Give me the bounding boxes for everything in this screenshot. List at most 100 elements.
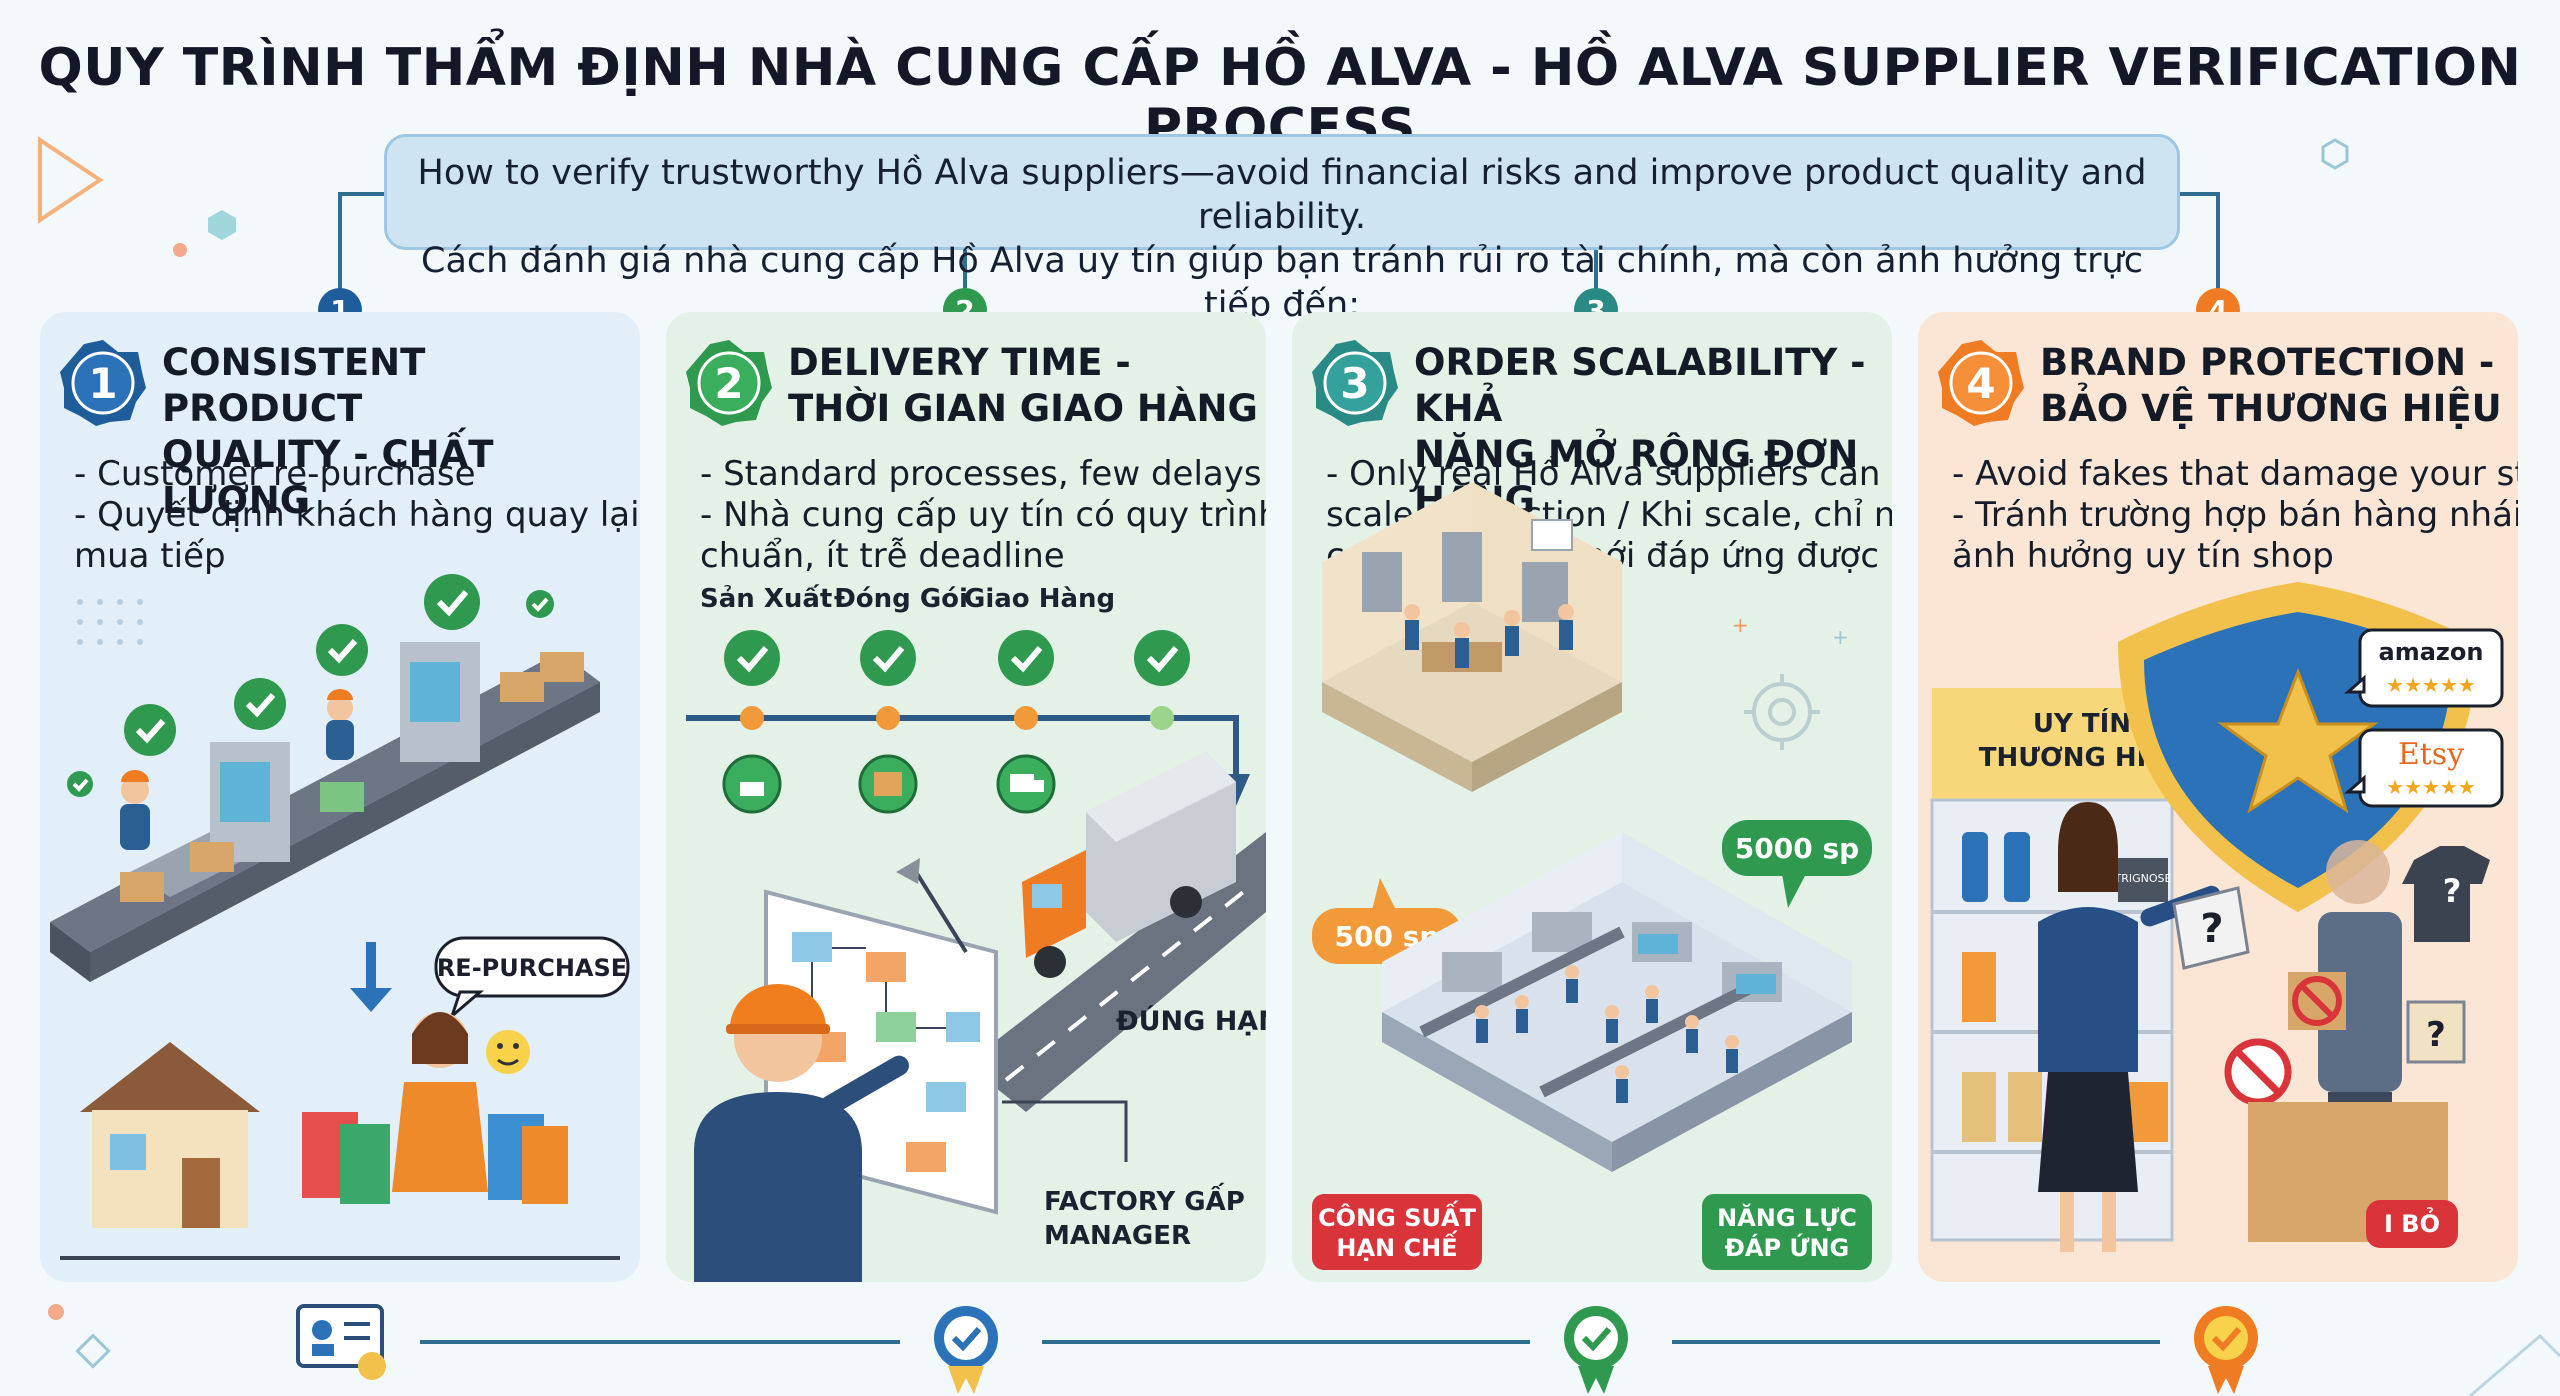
fake-warning-label: I BỎ <box>2384 1205 2440 1238</box>
footer-bar <box>48 1304 2560 1396</box>
svg-text:?: ? <box>2443 872 2462 910</box>
truck-small-icon <box>996 754 1056 814</box>
fake-box-icon: ? <box>2172 886 2250 970</box>
step-title: DELIVERY TIME - THỜI GIAN GIAO HÀNG <box>788 341 1258 430</box>
verified-id-card-icon <box>296 1304 386 1380</box>
production-icon <box>722 754 782 814</box>
sparkle-decoration: + <box>1832 625 1849 649</box>
check-icon <box>234 678 286 730</box>
step-description: - Avoid fakes that damage your store - T… <box>1952 454 2518 576</box>
large-capacity-label: 5000 sp <box>1735 832 1859 865</box>
svg-text:2: 2 <box>714 359 743 408</box>
svg-text:1: 1 <box>88 359 117 408</box>
scalability-illustration: + + 500 sp 5000 sp <box>1312 482 1872 1270</box>
step-title: BRAND PROTECTION - BẢO VỆ THƯƠNG HIỆU <box>2040 341 2502 430</box>
svg-text:?: ? <box>2426 1015 2446 1055</box>
check-icon <box>860 630 916 686</box>
prohibited-icon <box>2224 1038 2292 1106</box>
sparkle-decoration: + <box>1732 613 1749 637</box>
check-icon <box>724 630 780 686</box>
etsy-label: Etsy <box>2398 737 2464 772</box>
stage-label-production: Sản Xuất <box>700 584 833 614</box>
badge-icon-4: 4 <box>1938 340 2024 426</box>
manager-label-line2: MANAGER <box>1044 1221 1191 1251</box>
intro-banner: How to verify trustworthy Hồ Alva suppli… <box>384 134 2180 325</box>
dot-decoration <box>173 243 187 257</box>
prohibited-icon <box>2288 972 2346 1030</box>
intro-line-vietnamese: Cách đánh giá nhà cung cấp Hồ Alva uy tí… <box>421 241 2143 325</box>
step-description: - Standard processes, few delays - Nhà c… <box>700 454 1266 576</box>
quality-seal-icon-green <box>1564 1306 1628 1394</box>
check-icon <box>316 624 368 676</box>
step-description: - Customer re-purchase - Quyết định khác… <box>74 454 640 576</box>
triangle-decoration <box>38 136 104 224</box>
worker-icon <box>120 770 150 850</box>
large-factory-icon <box>1382 832 1852 1172</box>
repurchase-callout: RE-PURCHASE <box>434 936 630 1021</box>
svg-text:?: ? <box>2200 906 2223 952</box>
quality-illustration: RE-PURCHASE <box>50 574 630 1260</box>
package-icon <box>858 754 918 814</box>
brand-illustration: UY TÍN THƯƠNG HIỆU TRIGNOSE amazon ★★★★★… <box>1930 582 2504 1252</box>
limited-capacity-line1: CÔNG SUẤT <box>1318 1199 1477 1232</box>
hexagon-decoration <box>208 210 236 240</box>
gear-icon <box>1744 674 1820 750</box>
step-title: ORDER SCALABILITY - KHẢ NĂNG MỞ RỘNG ĐƠN… <box>1414 341 1866 522</box>
amazon-label: amazon <box>2379 638 2484 666</box>
truck-icon <box>1022 752 1236 978</box>
dot-decoration <box>48 1304 64 1320</box>
dot-grid-decoration <box>77 599 143 645</box>
manager-icon <box>694 984 909 1282</box>
on-time-label: ĐÚNG HẠN <box>1116 1005 1266 1037</box>
page-title: QUY TRÌNH THẨM ĐỊNH NHÀ CUNG CẤP HỒ ALVA… <box>38 38 2522 158</box>
pointer-line <box>914 870 968 954</box>
pointer-arrow <box>896 858 920 884</box>
amazon-review-badge: amazon ★★★★★ <box>2344 628 2504 708</box>
arrow-down-icon <box>350 942 392 1012</box>
check-icon <box>67 771 93 797</box>
stage-label-packing: Đóng Gói <box>834 584 968 614</box>
shopper-icon <box>302 1012 568 1204</box>
worker-icon <box>326 689 354 760</box>
step-panel-delivery: 2 DELIVERY TIME - THỜI GIAN GIAO HÀNG - … <box>666 312 1266 1282</box>
capable-capacity-line1: NĂNG LỰC <box>1717 1202 1857 1232</box>
capable-capacity-line2: ĐÁP ỨNG <box>1725 1232 1849 1262</box>
check-icon <box>124 704 176 756</box>
product-label: TRIGNOSE <box>2114 872 2172 885</box>
etsy-stars: ★★★★★ <box>2386 775 2476 799</box>
fake-warning-tag: I BỎ <box>2366 1200 2458 1248</box>
step-panel-scalability: 3 ORDER SCALABILITY - KHẢ NĂNG MỞ RỘNG Đ… <box>1292 312 1892 1282</box>
fake-tshirt-icon: ? <box>2402 846 2490 942</box>
step-panel-brand: 4 BRAND PROTECTION - BẢO VỆ THƯƠNG HIỆU … <box>1918 312 2518 1282</box>
fake-tag-icon: ? <box>2406 1000 2466 1064</box>
small-factory-icon <box>1322 482 1622 792</box>
svg-text:4: 4 <box>1966 359 1995 408</box>
smiley-icon <box>486 1030 530 1074</box>
svg-text:3: 3 <box>1340 359 1369 408</box>
manager-line <box>1002 1100 1128 1162</box>
intro-line-english: How to verify trustworthy Hồ Alva suppli… <box>417 153 2147 237</box>
limited-capacity-line2: HẠN CHẾ <box>1336 1229 1458 1262</box>
hexagon-outline-decoration <box>2321 138 2349 170</box>
amazon-stars: ★★★★★ <box>2386 673 2476 697</box>
check-icon <box>526 590 554 618</box>
capable-capacity-tag: NĂNG LỰC ĐÁP ỨNG <box>1702 1194 1872 1270</box>
etsy-review-badge: Etsy ★★★★★ <box>2344 728 2504 808</box>
quality-seal-icon-blue <box>934 1306 998 1394</box>
repurchase-label: RE-PURCHASE <box>437 954 627 982</box>
step-panel-quality: 1 CONSISTENT PRODUCT QUALITY - CHẤT LƯỢN… <box>40 312 640 1282</box>
stage-label-shipping: Giao Hàng <box>964 584 1116 614</box>
brand-trust-line1: UY TÍN <box>2033 707 2131 739</box>
house-icon <box>80 1042 260 1228</box>
corner-decoration <box>2469 1333 2560 1396</box>
quality-seal-icon-orange <box>2194 1306 2258 1394</box>
conveyor-belt-icon <box>50 642 600 982</box>
badge-icon-3: 3 <box>1312 340 1398 426</box>
large-capacity-bubble: 5000 sp <box>1722 820 1872 908</box>
check-icon <box>998 630 1054 686</box>
badge-icon-2: 2 <box>686 340 772 426</box>
delivery-illustration: ĐÚNG HẠN FACTORY GẤP MANAGER <box>686 630 1266 1282</box>
badge-icon-1: 1 <box>60 340 146 426</box>
diamond-decoration <box>75 1333 111 1369</box>
limited-capacity-tag: CÔNG SUẤT HẠN CHẾ <box>1312 1194 1482 1270</box>
